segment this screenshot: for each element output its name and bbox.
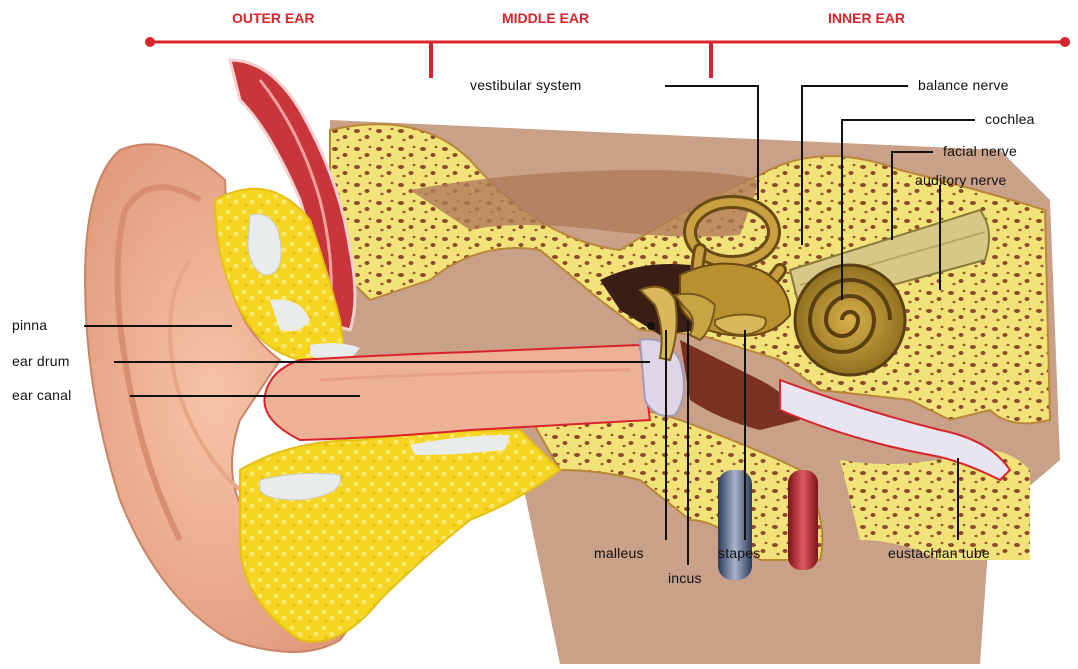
- label-auditory-nerve: auditory nerve: [915, 172, 1007, 188]
- artery: [788, 470, 818, 570]
- vein: [718, 470, 752, 580]
- section-label-inner-ear: INNER EAR: [828, 10, 905, 26]
- section-label-outer-ear: OUTER EAR: [232, 10, 314, 26]
- label-vestibular-system: vestibular system: [470, 77, 582, 93]
- label-facial-nerve: facial nerve: [943, 143, 1017, 159]
- label-pinna: pinna: [12, 317, 47, 333]
- label-malleus: malleus: [594, 545, 644, 561]
- section-ruler: [145, 37, 1070, 78]
- lower-fat: [240, 430, 560, 642]
- label-ear-canal: ear canal: [12, 387, 71, 403]
- label-stapes: stapes: [718, 545, 760, 561]
- label-balance-nerve: balance nerve: [918, 77, 1009, 93]
- section-label-middle-ear: MIDDLE EAR: [502, 10, 589, 26]
- label-eustachian-tube: eustachian tube: [888, 545, 990, 561]
- label-ear-drum: ear drum: [12, 353, 70, 369]
- label-cochlea: cochlea: [985, 111, 1035, 127]
- cochlea-spiral: [795, 265, 905, 375]
- label-incus: incus: [668, 570, 702, 586]
